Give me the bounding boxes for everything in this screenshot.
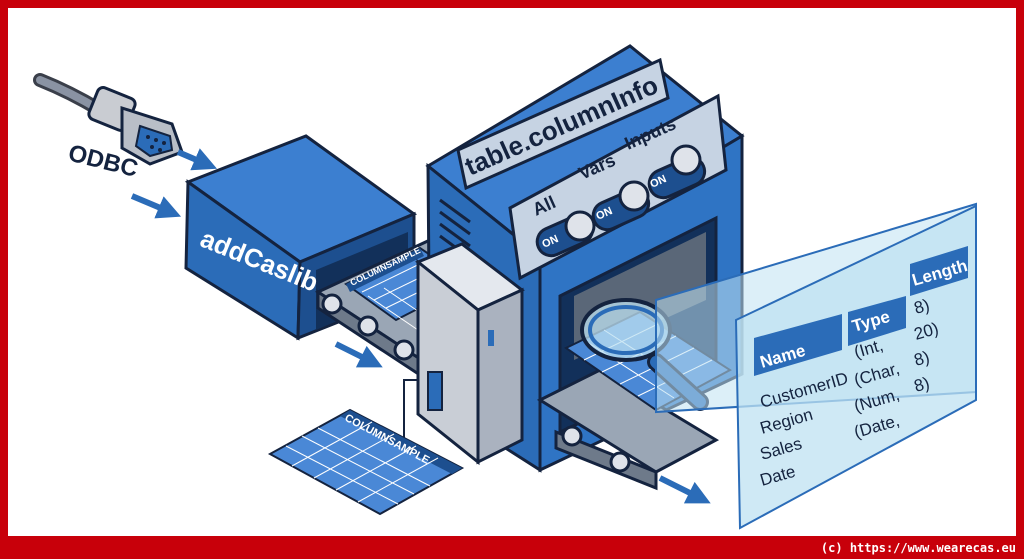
row-length: 8): [912, 347, 932, 369]
row-length: 8): [912, 373, 932, 395]
row-length: 8): [912, 295, 932, 317]
output-sample-sheet: [267, 408, 465, 516]
sample-connector-line: [403, 379, 418, 440]
title-plate: [456, 57, 670, 191]
credit-text: (c) https://www.wearecas.eu: [820, 541, 1016, 555]
output-conveyor: [536, 368, 720, 491]
server-tower: [415, 242, 525, 466]
input-arrows: [130, 148, 218, 219]
output-arrows: [334, 341, 711, 504]
odbc-connector-icon: [33, 73, 184, 166]
info-table-header: Name Type Length: [754, 246, 970, 376]
